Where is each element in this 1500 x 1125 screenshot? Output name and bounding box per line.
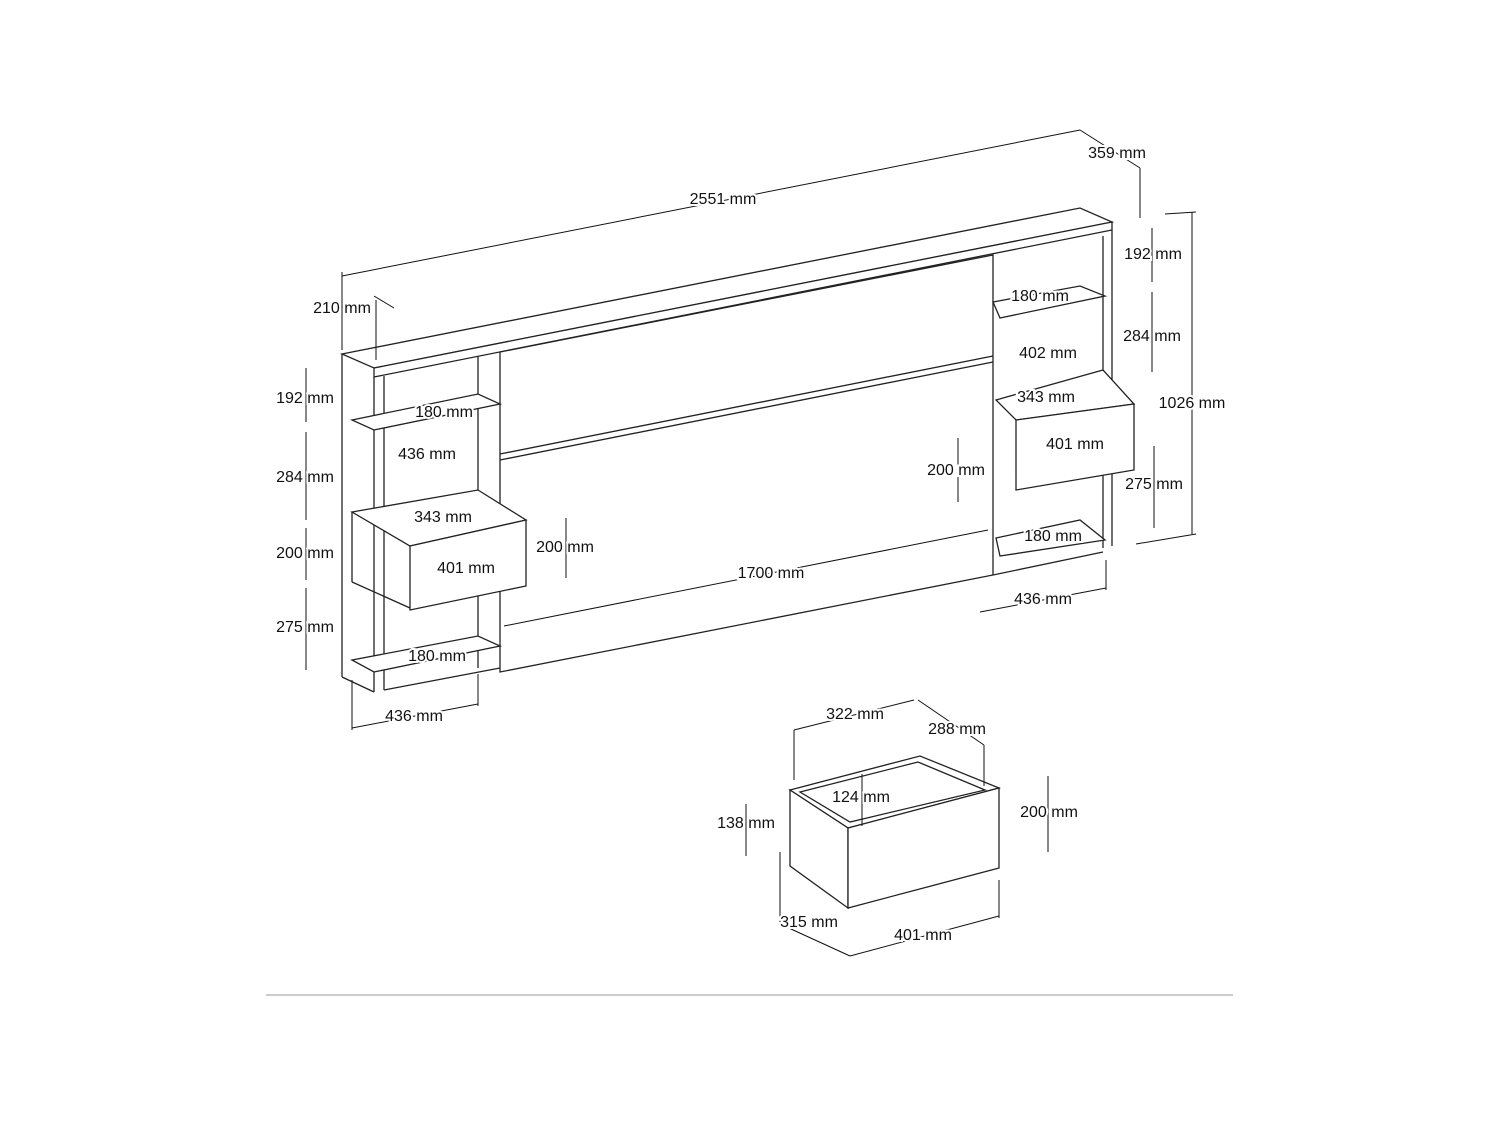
label-left-drawer-gap: 200 mm (276, 545, 334, 562)
label-right-top-gap: 192 mm (1124, 246, 1182, 263)
headboard-drawing (339, 207, 1136, 693)
label-left-unit-width: 436 mm (385, 708, 443, 725)
label-right-shelf-bottom: 180 mm (1024, 528, 1082, 545)
label-overall-height: 1026 mm (1159, 395, 1226, 412)
dimension-labels: 2551 mm 359 mm 210 mm 1026 mm 1700 mm 19… (274, 143, 1227, 946)
label-drawer-side-height: 138 mm (717, 815, 775, 832)
label-right-middle-gap: 284 mm (1123, 328, 1181, 345)
label-right-unit-width: 436 mm (1014, 591, 1072, 608)
label-left-bottom-gap: 275 mm (276, 619, 334, 636)
label-overall-width: 2551 mm (690, 191, 757, 208)
label-overall-depth: 359 mm (1088, 145, 1146, 162)
label-drawer-width: 401 mm (894, 927, 952, 944)
label-left-drawer-height: 200 mm (536, 539, 594, 556)
label-left-top-gap: 192 mm (276, 390, 334, 407)
label-left-drawer-top: 343 mm (414, 509, 472, 526)
label-left-shelf-bottom: 180 mm (408, 648, 466, 665)
label-drawer-inner-height: 124 mm (832, 789, 890, 806)
label-left-middle-gap: 284 mm (276, 469, 334, 486)
label-drawer-inner-width: 322 mm (826, 706, 884, 723)
label-right-drawer-width: 401 mm (1046, 436, 1104, 453)
dimension-lines (305, 129, 1197, 957)
label-left-drawer-width: 401 mm (437, 560, 495, 577)
label-left-shelf-width: 436 mm (398, 446, 456, 463)
label-right-drawer-height: 200 mm (927, 462, 985, 479)
label-right-shelf-top: 180 mm (1011, 288, 1069, 305)
label-right-drawer-top: 343 mm (1017, 389, 1075, 406)
label-top-depth: 210 mm (313, 300, 371, 317)
label-center-panel-width: 1700 mm (738, 565, 805, 582)
label-drawer-inner-depth: 288 mm (928, 721, 986, 738)
label-right-bottom-gap: 275 mm (1125, 476, 1183, 493)
label-drawer-front-height: 200 mm (1020, 804, 1078, 821)
label-drawer-depth: 315 mm (780, 914, 838, 931)
label-right-drawer-depth: 402 mm (1019, 345, 1077, 362)
label-left-shelf-top: 180 mm (415, 404, 473, 421)
drawer-drawing (788, 755, 1002, 910)
